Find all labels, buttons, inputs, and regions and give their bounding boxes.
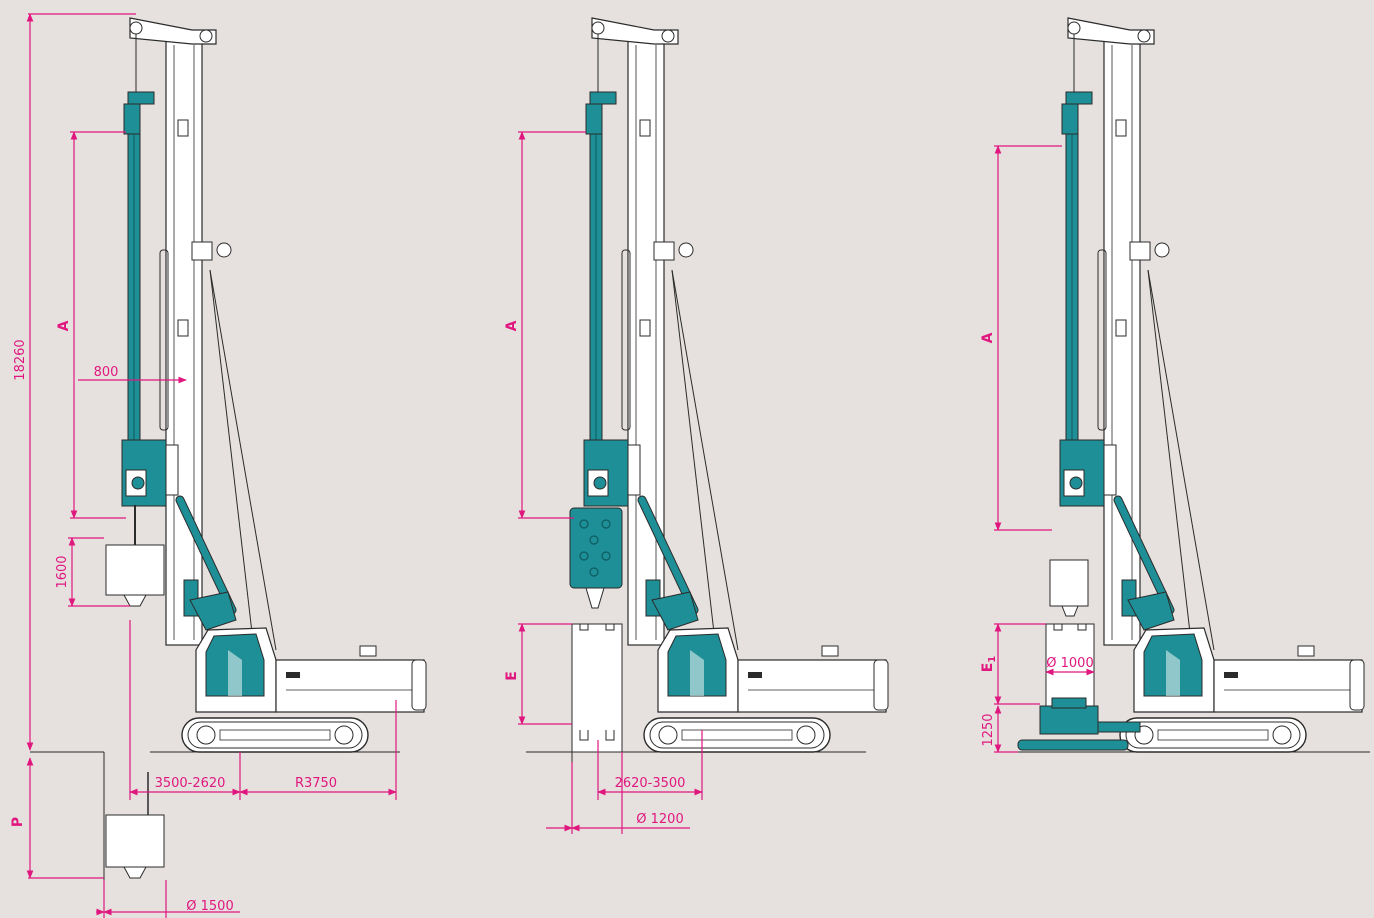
svg-text:E1: E1	[980, 656, 998, 673]
rig-3: A E1 1250 Ø 1000	[980, 18, 1370, 752]
rig1-depth-label: P	[10, 817, 26, 827]
rig1-diameter-label: Ø 1500	[186, 899, 233, 914]
rig1-offset-label: 800	[94, 365, 119, 380]
rig2-diameter-label: Ø 1200	[636, 812, 683, 827]
rig1-a-label: A	[56, 320, 72, 331]
rig3-e1-subscript: 1	[987, 656, 998, 663]
rig1-clearance-label: 1600	[55, 555, 70, 588]
rig1-reach-label: 3500-2620	[155, 776, 226, 791]
rig1-radius-label: R3750	[295, 776, 337, 791]
rig2-reach-label: 2620-3500	[615, 776, 686, 791]
rig1-height-label: 18260	[13, 339, 28, 380]
rig-1: 18260 A 800 1600 P 3500-2620 R3750 Ø 150…	[10, 13, 426, 918]
rig3-height-label: 1250	[981, 713, 996, 746]
rig-2: A E 2620-3500 Ø 1200	[504, 18, 888, 834]
rig2-e-label: E	[504, 671, 520, 681]
rig2-a-label: A	[504, 320, 520, 331]
rig3-e1-label: E	[980, 663, 996, 673]
rig3-a-label: A	[980, 332, 996, 343]
rig3-diameter-label: Ø 1000	[1046, 656, 1093, 671]
